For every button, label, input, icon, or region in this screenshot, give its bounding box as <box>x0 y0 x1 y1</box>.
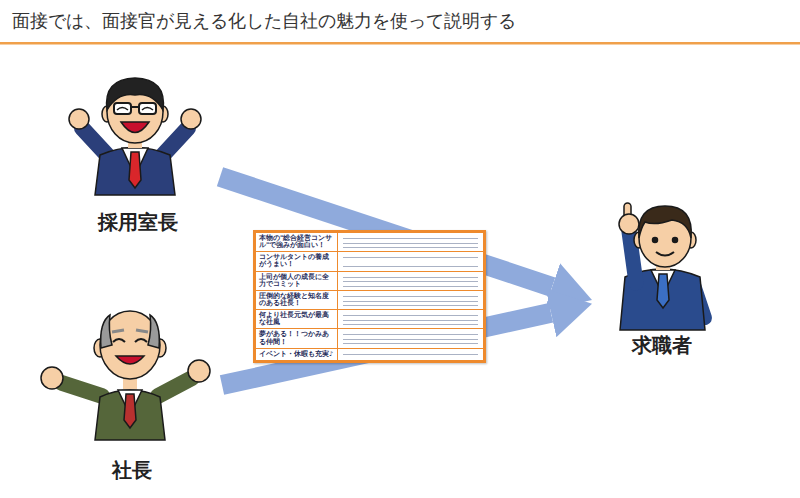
row-heading: 何より社長元気が最高な社風 <box>256 310 338 328</box>
person-label: 社長 <box>112 458 152 482</box>
row-heading: 圧倒的な経験と知名度のある社長！ <box>256 291 338 309</box>
row-heading: 本物の"総合経営コンサル"で強みが面白い！ <box>256 233 338 251</box>
person-label: 採用室長 <box>98 210 178 234</box>
manager-figure <box>69 78 201 195</box>
appeal-sheet: 本物の"総合経営コンサル"で強みが面白い！コンサルタントの養成がうまい！ 上司が個… <box>253 230 486 363</box>
row-body-lines <box>343 313 478 325</box>
sheet-row: 何より社長元気が最高な社風 <box>256 310 483 329</box>
president-figure <box>41 311 210 440</box>
row-body-lines <box>343 352 478 357</box>
person-label: 求職者 <box>632 333 692 357</box>
row-body-lines <box>343 255 478 267</box>
row-heading: コンサルタントの養成がうまい！ <box>256 252 338 270</box>
person-node: 社長 <box>42 300 222 485</box>
person-node: 求職者 <box>592 180 732 362</box>
row-body-lines <box>343 294 478 306</box>
title-rule <box>0 42 800 45</box>
page-title: 面接では、面接官が見える化した自社の魅力を使って説明する <box>12 9 516 33</box>
sheet-row: 本物の"総合経営コンサル"で強みが面白い！ <box>256 233 483 252</box>
row-body-lines <box>343 275 478 287</box>
row-heading: イベント・休暇も充実♪ <box>256 349 338 360</box>
sheet-row: 圧倒的な経験と知名度のある社長！ <box>256 291 483 310</box>
row-heading: 夢がある！！つかみある仲間！ <box>256 329 338 347</box>
applicant-figure <box>619 203 705 330</box>
row-body-lines <box>343 332 478 344</box>
sheet-row: 夢がある！！つかみある仲間！ <box>256 329 483 348</box>
sheet-row: コンサルタントの養成がうまい！ <box>256 252 483 271</box>
row-heading: 上司が個人の成長に全力でコミット <box>256 272 338 290</box>
person-node: 採用室長 <box>55 70 220 242</box>
sheet-row: 上司が個人の成長に全力でコミット <box>256 272 483 291</box>
sheet-row: イベント・休暇も充実♪ <box>256 349 483 360</box>
row-body-lines <box>343 236 478 248</box>
